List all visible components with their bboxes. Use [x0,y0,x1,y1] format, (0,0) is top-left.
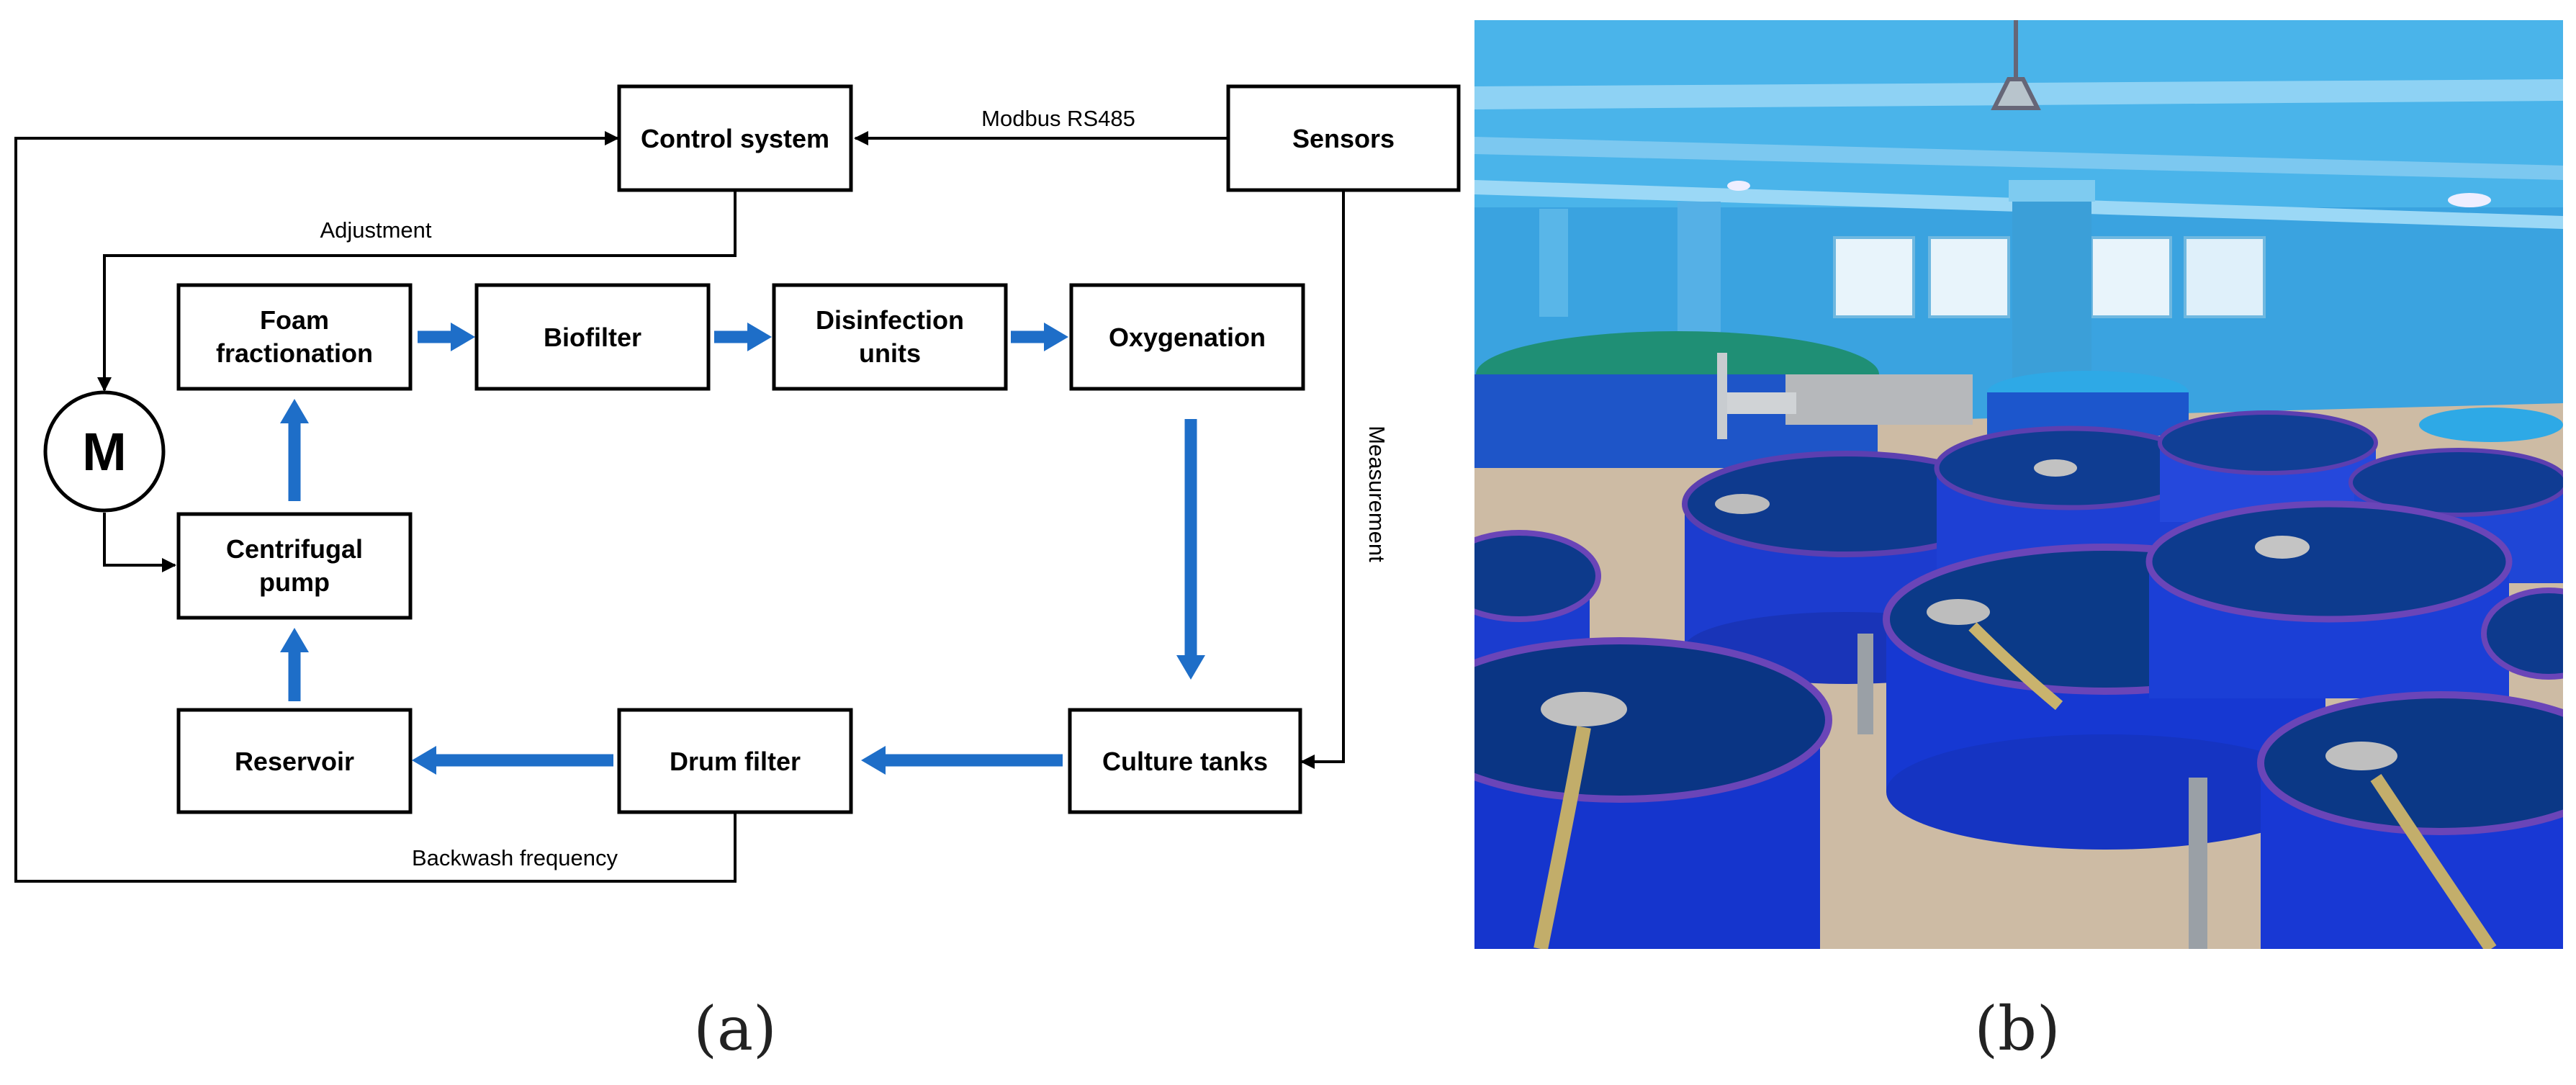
oxygenation-label: Oxygenation [1109,323,1266,352]
measurement-label: Measurement [1364,426,1390,562]
flow-culture-to-drum [861,746,1063,775]
flow-disinfection-to-oxygenation [1011,323,1068,351]
aquaculture-photo [1474,20,2563,949]
control-lines [14,131,1345,883]
biofilter-box: Biofilter [474,283,711,391]
backwash-arrow [14,131,737,883]
adjustment-label: Adjustment [320,217,431,243]
flow-reservoir-to-pump [280,628,309,701]
reservoir-label: Reservoir [235,747,354,776]
motor-label: M [82,422,127,482]
culture-tanks-label: Culture tanks [1102,747,1268,776]
sensors-box: Sensors [1226,84,1461,192]
drum-filter-box: Drum filter [617,708,853,814]
flow-biofilter-to-disinfection [714,323,772,351]
tank [2257,691,2563,949]
disinfection-units-box: Disinfection units [772,283,1008,391]
foam-fractionation-box: Foam fractionation [176,283,413,391]
tank [2481,587,2563,680]
flow-pump-to-foam [280,399,309,501]
centrifugal-pump-box: Centrifugal pump [176,512,413,620]
foam-fractionation-label-2: fractionation [216,338,373,368]
flow-drum-to-reservoir [412,746,613,775]
culture-tanks-box: Culture tanks [1068,708,1302,814]
motor-to-pump-arrow [103,513,176,572]
disinfection-units-label-1: Disinfection [816,305,964,335]
drum-filter-label: Drum filter [670,747,801,776]
reservoir-box: Reservoir [176,708,413,814]
control-system-box: Control system [617,84,853,192]
modbus-label: Modbus RS485 [981,106,1135,131]
tank [1474,637,1832,949]
biofilter-label: Biofilter [544,323,641,352]
centrifugal-pump-label-1: Centrifugal [226,534,363,564]
backwash-label: Backwash frequency [412,845,618,870]
disinfection-units-label-2: units [859,338,921,368]
flow-foam-to-biofilter [418,323,475,351]
water-flow-arrows [280,323,1205,775]
motor-node: M [43,390,166,513]
centrifugal-pump-label-2: pump [259,567,330,597]
sensors-label: Sensors [1292,124,1395,153]
measurement-arrow [1300,192,1345,769]
control-system-label: Control system [641,124,829,153]
tank [2145,500,2513,698]
oxygenation-box: Oxygenation [1069,283,1305,391]
adjustment-arrow [97,192,737,392]
foam-fractionation-label-1: Foam [260,305,329,335]
flow-oxygenation-to-culture [1176,419,1205,680]
caption-a: (a) [693,994,777,1064]
caption-b: (b) [1974,994,2060,1064]
